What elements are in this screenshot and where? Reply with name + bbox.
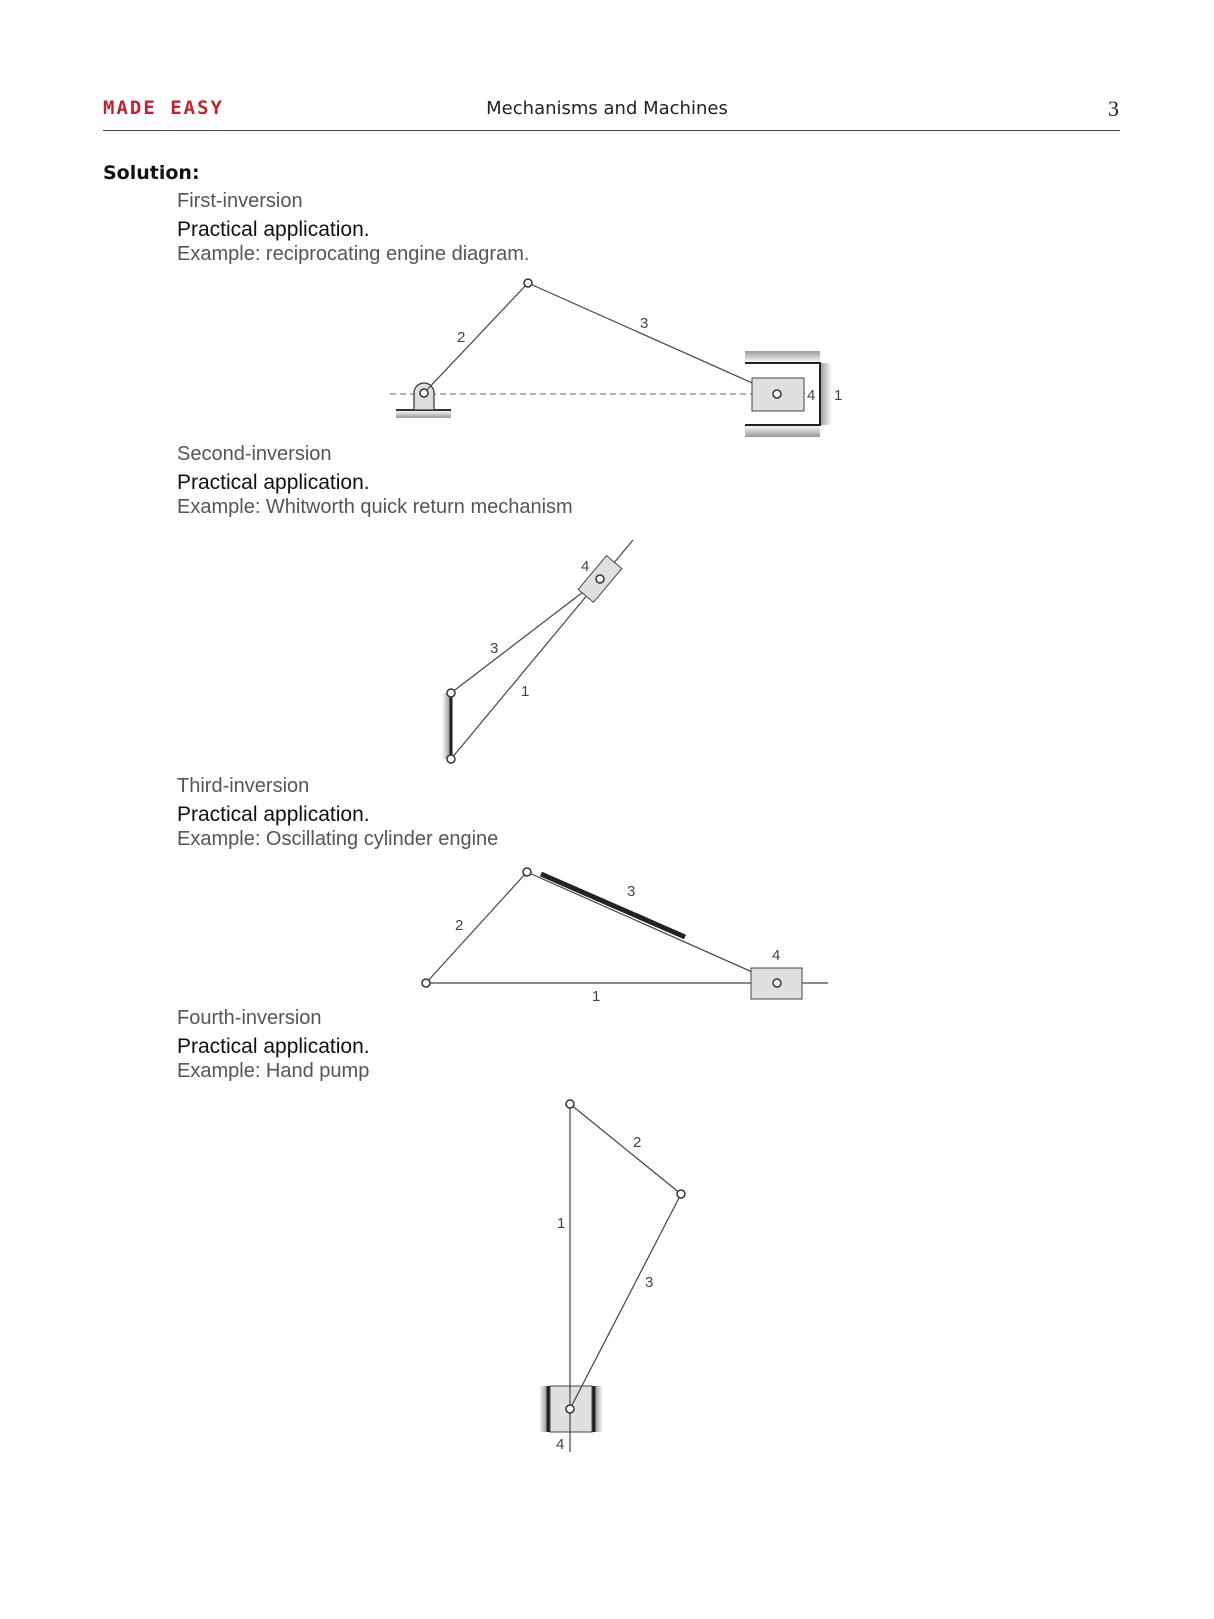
joint-crank-pin [523, 278, 533, 288]
application-label-1: Practical application. [177, 218, 370, 241]
diagram-first-inversion: 2 3 4 1 [390, 278, 842, 437]
link-3-connecting-rod [527, 282, 778, 395]
page-number: 3 [1108, 96, 1119, 121]
label-link-4: 4 [556, 1436, 564, 1453]
link-2-crank [423, 282, 529, 394]
fixed-link-hatch [442, 693, 450, 759]
inversion-title-2: Second-inversion [177, 443, 332, 465]
example-text-3: Example: Oscillating cylinder engine [177, 828, 499, 850]
ground-hatch-1 [396, 410, 451, 418]
label-link-3: 3 [627, 883, 635, 900]
link-2-handle [569, 1103, 682, 1195]
example-text-4: Example: Hand pump [177, 1060, 370, 1082]
joint-trunnion [772, 978, 782, 988]
label-link-1: 1 [834, 387, 842, 404]
joint-handle [676, 1189, 686, 1199]
running-title: Mechanisms and Machines [486, 98, 728, 119]
joint-top [565, 1099, 575, 1109]
example-text-2: Example: Whitworth quick return mechanis… [177, 496, 573, 518]
label-link-4: 4 [581, 558, 589, 575]
diagram-second-inversion: 4 3 1 [442, 539, 634, 764]
joint-o [421, 978, 431, 988]
joint-piston [565, 1404, 575, 1414]
inversion-title-3: Third-inversion [177, 775, 310, 797]
label-link-2: 2 [633, 1134, 641, 1151]
link-3 [450, 578, 601, 694]
joint-b [446, 754, 456, 764]
joint-slider [595, 574, 605, 584]
label-link-3: 3 [640, 315, 648, 332]
label-link-2: 2 [455, 917, 463, 934]
label-link-1: 1 [557, 1215, 565, 1232]
solution-label: Solution: [103, 162, 200, 184]
inversion-title-1: First-inversion [177, 190, 303, 212]
joint-gudgeon-pin [772, 389, 782, 399]
guide-hatch-left [539, 1386, 547, 1432]
application-label-3: Practical application. [177, 803, 370, 826]
cylinder-outline [745, 362, 821, 426]
link-3 [569, 1193, 682, 1410]
link-2-crank [425, 871, 528, 984]
cylinder-wall-bottom [745, 425, 820, 437]
inversion-title-4: Fourth-inversion [177, 1007, 322, 1029]
joint-a [446, 688, 456, 698]
diagram-third-inversion: 3 2 4 1 [421, 867, 828, 1005]
guide-hatch-right [595, 1386, 603, 1432]
label-link-2: 2 [457, 329, 465, 346]
label-link-3: 3 [645, 1274, 653, 1291]
label-link-3: 3 [490, 640, 498, 657]
label-link-4: 4 [772, 947, 780, 964]
cylinder-wall-top [745, 351, 820, 363]
cylinder-barrel [539, 871, 687, 940]
label-link-1: 1 [521, 683, 529, 700]
application-label-4: Practical application. [177, 1035, 370, 1058]
joint-crank-pin [522, 867, 532, 877]
header-rule [103, 130, 1120, 131]
cylinder-head-hatch [820, 363, 832, 425]
example-text-1: Example: reciprocating engine diagram. [177, 243, 530, 265]
brand-logo: MADE EASY [103, 97, 224, 119]
label-link-4: 4 [807, 387, 815, 404]
joint-o2 [419, 388, 429, 398]
link-3-rod [526, 871, 778, 984]
label-link-1: 1 [592, 988, 600, 1005]
application-label-2: Practical application. [177, 471, 370, 494]
diagram-fourth-inversion: 2 1 3 4 [539, 1099, 686, 1453]
